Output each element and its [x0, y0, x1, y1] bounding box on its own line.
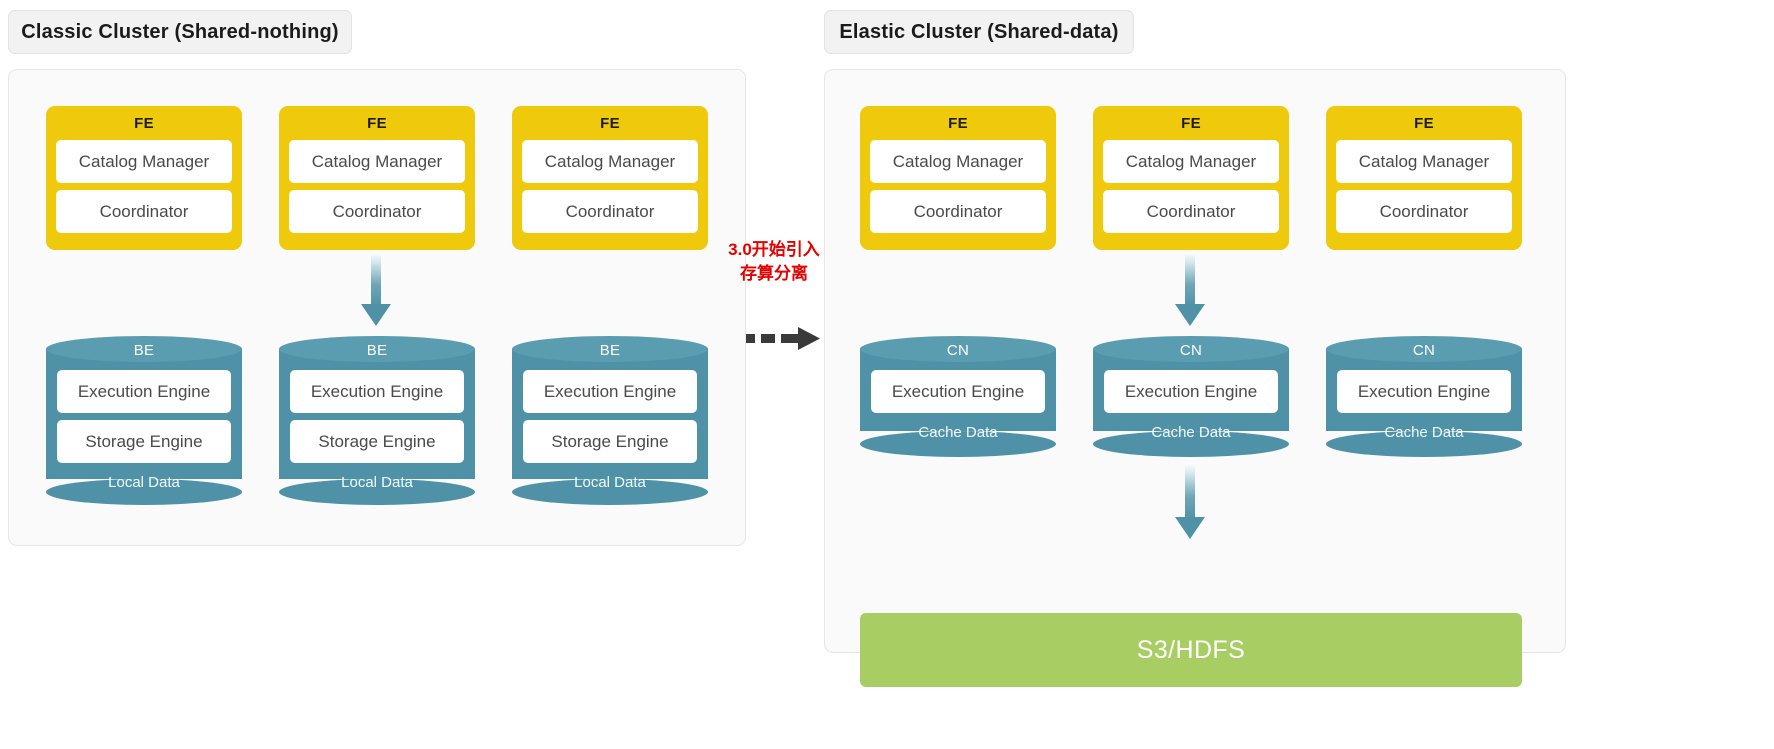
fe-coordinator: Coordinator — [522, 190, 698, 233]
cn-execution-engine: Execution Engine — [1104, 370, 1278, 413]
elastic-cn-node-3[interactable]: CN Execution Engine Cache Data — [1326, 336, 1522, 457]
be-execution-engine: Execution Engine — [57, 370, 231, 413]
elastic-cn-node-2[interactable]: CN Execution Engine Cache Data — [1093, 336, 1289, 457]
elastic-cn-node-1[interactable]: CN Execution Engine Cache Data — [860, 336, 1056, 457]
classic-fe-node-2[interactable]: FE Catalog Manager Coordinator — [279, 106, 475, 250]
classic-be-node-2[interactable]: BE Execution Engine Storage Engine Local… — [279, 336, 475, 505]
be-node-title: BE — [599, 342, 621, 359]
classic-cluster-title-label: Classic Cluster (Shared-nothing) — [21, 20, 339, 43]
cn-cache-data-label: Cache Data — [918, 424, 998, 441]
fe-coordinator: Coordinator — [1103, 190, 1279, 233]
be-storage-engine: Storage Engine — [290, 420, 464, 463]
cn-execution-engine: Execution Engine — [1337, 370, 1511, 413]
cn-execution-engine: Execution Engine — [871, 370, 1045, 413]
be-execution-engine: Execution Engine — [290, 370, 464, 413]
fe-node-title: FE — [948, 115, 968, 132]
fe-catalog-manager: Catalog Manager — [56, 140, 232, 183]
cn-node-title: CN — [946, 342, 970, 359]
dashed-right-arrow-icon — [746, 327, 820, 350]
fe-catalog-manager: Catalog Manager — [522, 140, 698, 183]
cylinder-bottom — [279, 479, 475, 505]
fe-node-title: FE — [1414, 115, 1434, 132]
transition-note: 3.0开始引入 存算分离 — [726, 238, 822, 286]
elastic-shared-storage-bar[interactable]: S3/HDFS — [860, 613, 1522, 687]
cylinder-bottom — [1326, 431, 1522, 457]
elastic-cn-to-storage-arrow-icon — [1175, 463, 1205, 539]
be-local-data-label: Local Data — [574, 474, 646, 491]
be-node-title: BE — [133, 342, 155, 359]
be-local-data-label: Local Data — [341, 474, 413, 491]
fe-catalog-manager: Catalog Manager — [870, 140, 1046, 183]
transition-note-line-2: 存算分离 — [740, 264, 808, 283]
storage-label: S3/HDFS — [1136, 635, 1246, 664]
cylinder-top — [860, 336, 1056, 362]
classic-be-node-3[interactable]: BE Execution Engine Storage Engine Local… — [512, 336, 708, 505]
transition-note-line-1: 3.0开始引入 — [728, 240, 820, 259]
cylinder-bottom — [46, 479, 242, 505]
cylinder-bottom — [860, 431, 1056, 457]
fe-coordinator: Coordinator — [870, 190, 1046, 233]
fe-node-title: FE — [1181, 115, 1201, 132]
cn-cache-data-label: Cache Data — [1151, 424, 1231, 441]
elastic-fe-node-1[interactable]: FE Catalog Manager Coordinator — [860, 106, 1056, 250]
classic-cluster-title-chip: Classic Cluster (Shared-nothing) — [8, 10, 352, 54]
be-node-title: BE — [366, 342, 388, 359]
cylinder-bottom — [1093, 431, 1289, 457]
elastic-cluster-title-chip: Elastic Cluster (Shared-data) — [824, 10, 1134, 54]
fe-coordinator: Coordinator — [289, 190, 465, 233]
cylinder-top — [1093, 336, 1289, 362]
cylinder-top — [279, 336, 475, 362]
cylinder-top — [1326, 336, 1522, 362]
fe-coordinator: Coordinator — [56, 190, 232, 233]
cn-cache-data-label: Cache Data — [1384, 424, 1464, 441]
fe-catalog-manager: Catalog Manager — [289, 140, 465, 183]
be-storage-engine: Storage Engine — [523, 420, 697, 463]
cn-node-title: CN — [1412, 342, 1436, 359]
classic-fe-node-3[interactable]: FE Catalog Manager Coordinator — [512, 106, 708, 250]
be-execution-engine: Execution Engine — [523, 370, 697, 413]
fe-node-title: FE — [600, 115, 620, 132]
fe-node-title: FE — [367, 115, 387, 132]
cylinder-top — [512, 336, 708, 362]
fe-catalog-manager: Catalog Manager — [1336, 140, 1512, 183]
cn-node-title: CN — [1179, 342, 1203, 359]
be-local-data-label: Local Data — [108, 474, 180, 491]
fe-coordinator: Coordinator — [1336, 190, 1512, 233]
cylinder-bottom — [512, 479, 708, 505]
fe-node-title: FE — [134, 115, 154, 132]
classic-be-node-1[interactable]: BE Execution Engine Storage Engine Local… — [46, 336, 242, 505]
elastic-fe-node-3[interactable]: FE Catalog Manager Coordinator — [1326, 106, 1522, 250]
elastic-cluster-title-label: Elastic Cluster (Shared-data) — [839, 20, 1119, 43]
cylinder-top — [46, 336, 242, 362]
classic-fe-to-be-arrow-icon — [361, 252, 391, 326]
classic-fe-node-1[interactable]: FE Catalog Manager Coordinator — [46, 106, 242, 250]
elastic-fe-node-2[interactable]: FE Catalog Manager Coordinator — [1093, 106, 1289, 250]
elastic-fe-to-cn-arrow-icon — [1175, 252, 1205, 326]
be-storage-engine: Storage Engine — [57, 420, 231, 463]
fe-catalog-manager: Catalog Manager — [1103, 140, 1279, 183]
